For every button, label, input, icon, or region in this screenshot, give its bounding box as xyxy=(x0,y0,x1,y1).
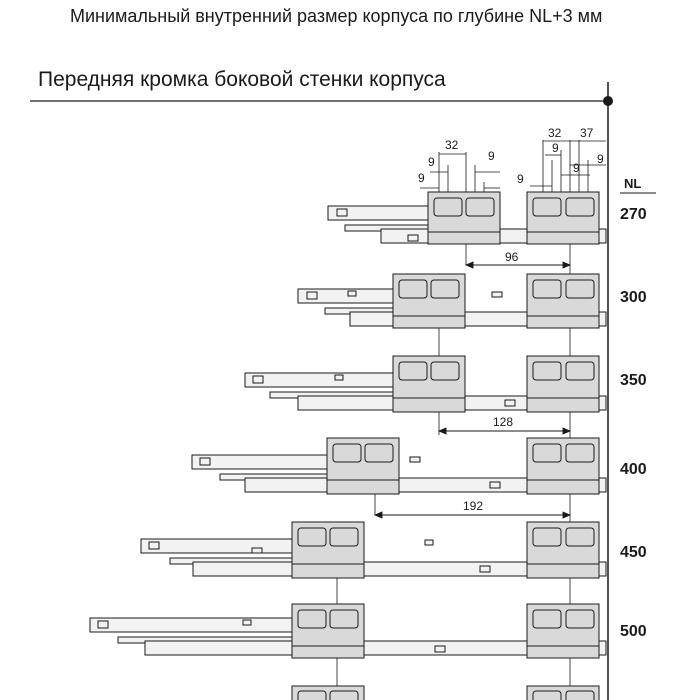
dim-37-right: 37 xyxy=(580,126,594,140)
depth-requirement-text: Минимальный внутренний размер корпуса по… xyxy=(70,6,603,26)
dim-32-left: 32 xyxy=(445,138,459,152)
front-edge-heading: Передняя кромка боковой стенки корпуса xyxy=(38,68,446,91)
nl-value-500: 500 xyxy=(620,623,647,640)
dim-9-left-a: 9 xyxy=(428,155,435,169)
dim-9-left-right: 9 xyxy=(488,149,495,163)
dim-9-right-b: 9 xyxy=(597,152,604,166)
nl-value-400: 400 xyxy=(620,461,647,478)
drawer-slide-350 xyxy=(244,355,607,413)
nl-value-300: 300 xyxy=(620,289,647,306)
dim-9-right-inner: 9 xyxy=(552,141,559,155)
nl-value-350: 350 xyxy=(620,372,647,389)
drawer-slide-450 xyxy=(140,521,607,579)
drawer-slide-300 xyxy=(297,273,607,329)
distance-label-96: 96 xyxy=(505,250,519,264)
dim-32-right: 32 xyxy=(548,126,562,140)
nl-value-450: 450 xyxy=(620,544,647,561)
drawer-slide-270 xyxy=(327,191,607,245)
drawer-slide-partial xyxy=(291,685,600,700)
dim-9-left-b: 9 xyxy=(418,171,425,185)
nl-value-270: 270 xyxy=(620,206,647,223)
drawer-slide-500 xyxy=(89,603,607,659)
dim-9-right-left: 9 xyxy=(517,172,524,186)
drawer-slide-400 xyxy=(191,437,607,495)
nl-column-header: NL xyxy=(624,176,641,191)
dim-9-right-a: 9 xyxy=(573,161,580,175)
reference-point-marker xyxy=(603,96,613,106)
distance-label-128: 128 xyxy=(493,415,513,429)
distance-label-192: 192 xyxy=(463,499,483,513)
